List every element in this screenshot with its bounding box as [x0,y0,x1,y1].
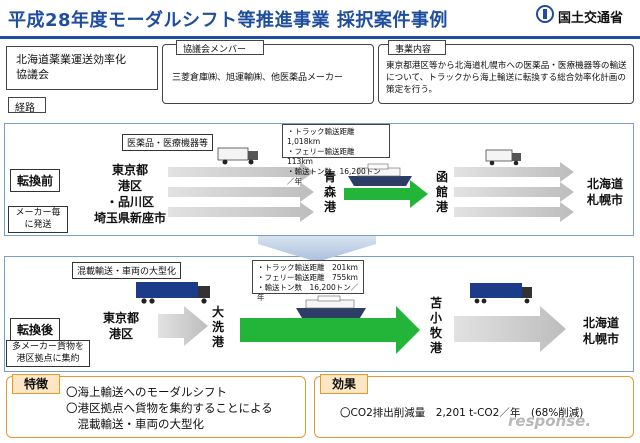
effect-text: 〇CO2排出削減量 2,201 t-CO2／年 (68%削減) [340,407,584,419]
before-note-text: メーカー毎 に発送 [15,208,61,230]
after-stat-ferry: ・フェリー輸送距離 755km [257,273,358,282]
trailer-truck-icon [470,283,532,304]
truck-icon [485,149,521,166]
ministry-name: 国土交通省 [558,11,624,26]
before-cargo-label: 医薬品・医療機器等 [122,134,214,151]
title-bar [0,0,640,38]
after-destination: 北海道 札幌市 [576,315,626,347]
features-text: 〇海上輸送へのモーダルシフト 〇港区拠点へ貨物を集約することによる 混載輸送・車… [66,385,273,431]
members-text: 三菱倉庫㈱、旭運輸㈱、他医薬品メーカー [172,73,344,83]
after-stat-tons: ・輸送トン数 16,200トン／年 [257,283,359,302]
after-origin: 東京都 港区 [102,311,139,341]
business-text: 東京都港区等から北海道札幌市への医薬品・医療機器等の輸送について、トラックから海… [386,61,627,95]
effect-tag: 効果 [320,374,368,394]
port-hakodate: 函館港 [435,170,448,214]
ferry-icon [348,163,412,186]
trailer-truck-icon [136,282,210,304]
before-phase-label: 転換前 [10,169,61,192]
down-arrow-icon [258,236,376,262]
after-destination-text: 北海道 札幌市 [582,316,619,346]
after-sea-arrow [240,306,420,354]
members-tag: 協議会メンバー [176,40,264,55]
route-tag: 経路 [8,97,46,114]
before-stat-ferry: ・フェリー輸送距離 113km [287,147,362,166]
after-land-arrow-2 [454,306,566,352]
after-stats: ・トラック輸送距離 201km ・フェリー輸送距離 755km ・輸送トン数 1… [252,260,364,302]
ministry-logo-icon [536,5,554,23]
project-name: 北海道薬業運送効率化 協議会 [16,52,156,82]
after-stat-truck: ・トラック輸送距離 201km [257,263,358,272]
after-note: 多メーカー貨物を 港区拠点に集約 [6,340,90,367]
project-name-text: 北海道薬業運送効率化 協議会 [16,53,126,81]
project-box [6,46,158,90]
truck-icon [217,147,258,165]
page-title: 平成28年度モーダルシフト等推進事業 採択案件事例 [8,10,448,31]
after-phase-label: 転換後 [10,318,61,341]
before-origin: 東京都 港区 ・品川区 埼玉県新座市 [93,163,166,225]
title-rule [0,36,640,39]
before-stats: ・トラック輸送距離 1,018km ・フェリー輸送距離 113km ・輸送トン数… [282,124,390,186]
port-tomakomai: 苫小牧港 [429,296,442,355]
before-note: メーカー毎 に発送 [8,206,68,233]
before-stat-tons: ・輸送トン数 16,200トン／年 [287,167,381,186]
after-cargo-label: 混載輸送・車両の大型化 [72,262,182,279]
business-tag: 事業内容 [388,40,446,55]
before-destination-text: 北海道 札幌市 [586,177,623,207]
ferry-icon [296,295,366,318]
port-aomori: 青森港 [323,170,336,214]
before-destination: 北海道 札幌市 [580,176,630,208]
before-sea-arrow [344,180,428,208]
after-note-text: 多メーカー貨物を 港区拠点に集約 [11,342,84,364]
before-land-arrows-1 [168,162,314,222]
after-land-arrow-1 [158,306,208,346]
watermark: response. [508,412,592,430]
before-stat-truck: ・トラック輸送距離 1,018km [287,127,362,146]
features-tag: 特徴 [12,374,60,394]
before-land-arrows-2 [454,162,574,222]
port-oarai: 大洗港 [211,305,224,349]
